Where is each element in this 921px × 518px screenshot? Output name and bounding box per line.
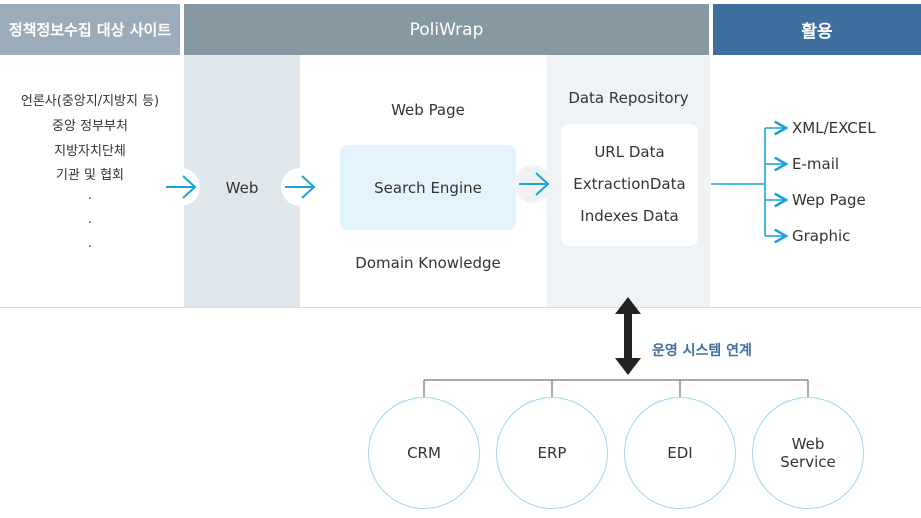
web-label: Web xyxy=(225,179,259,197)
system-circle-web-service: Web Service xyxy=(752,397,864,509)
output-item: Graphic xyxy=(792,227,851,245)
system-tree-lines xyxy=(423,379,809,397)
system-circle-erp: ERP xyxy=(496,397,608,509)
source-item: 지방자치단체 xyxy=(54,144,126,159)
output-item: E-mail xyxy=(792,155,840,173)
header-poliwrap: PoliWrap xyxy=(184,4,709,55)
repository-item: Indexes Data xyxy=(580,207,679,225)
repository-box: URL Data ExtractionData Indexes Data xyxy=(561,124,698,246)
repository-item: URL Data xyxy=(594,143,665,161)
double-arrow-icon xyxy=(615,297,641,375)
source-item: 중앙 정부부처 xyxy=(52,119,128,134)
source-item: 기관 및 협회 xyxy=(55,168,125,183)
web-page-label: Web Page xyxy=(391,101,465,119)
repository-item: ExtractionData xyxy=(573,175,686,193)
output-item: Wep Page xyxy=(792,191,866,209)
search-engine-box: Search Engine xyxy=(340,145,516,230)
arrow-right-icon xyxy=(166,175,197,199)
output-connectors xyxy=(711,120,789,244)
system-circle-crm: CRM xyxy=(368,397,480,509)
header-usage: 활용 xyxy=(713,4,921,55)
source-dot: . xyxy=(87,212,93,227)
domain-knowledge-label: Domain Knowledge xyxy=(355,254,501,272)
web-column xyxy=(184,55,300,307)
header-sources: 정책정보수집 대상 사이트 xyxy=(0,4,180,55)
output-item: XML/EXCEL xyxy=(792,119,876,137)
arrow-right-icon xyxy=(285,175,316,199)
source-dot: . xyxy=(87,236,93,251)
arrow-right-icon xyxy=(519,172,550,196)
repository-title: Data Repository xyxy=(568,89,689,107)
source-item: 언론사(중앙지/지방지 등) xyxy=(20,94,160,109)
link-label: 운영 시스템 연계 xyxy=(652,343,752,359)
divider-line xyxy=(0,307,921,308)
system-circle-edi: EDI xyxy=(624,397,736,509)
source-dot: . xyxy=(87,188,93,203)
